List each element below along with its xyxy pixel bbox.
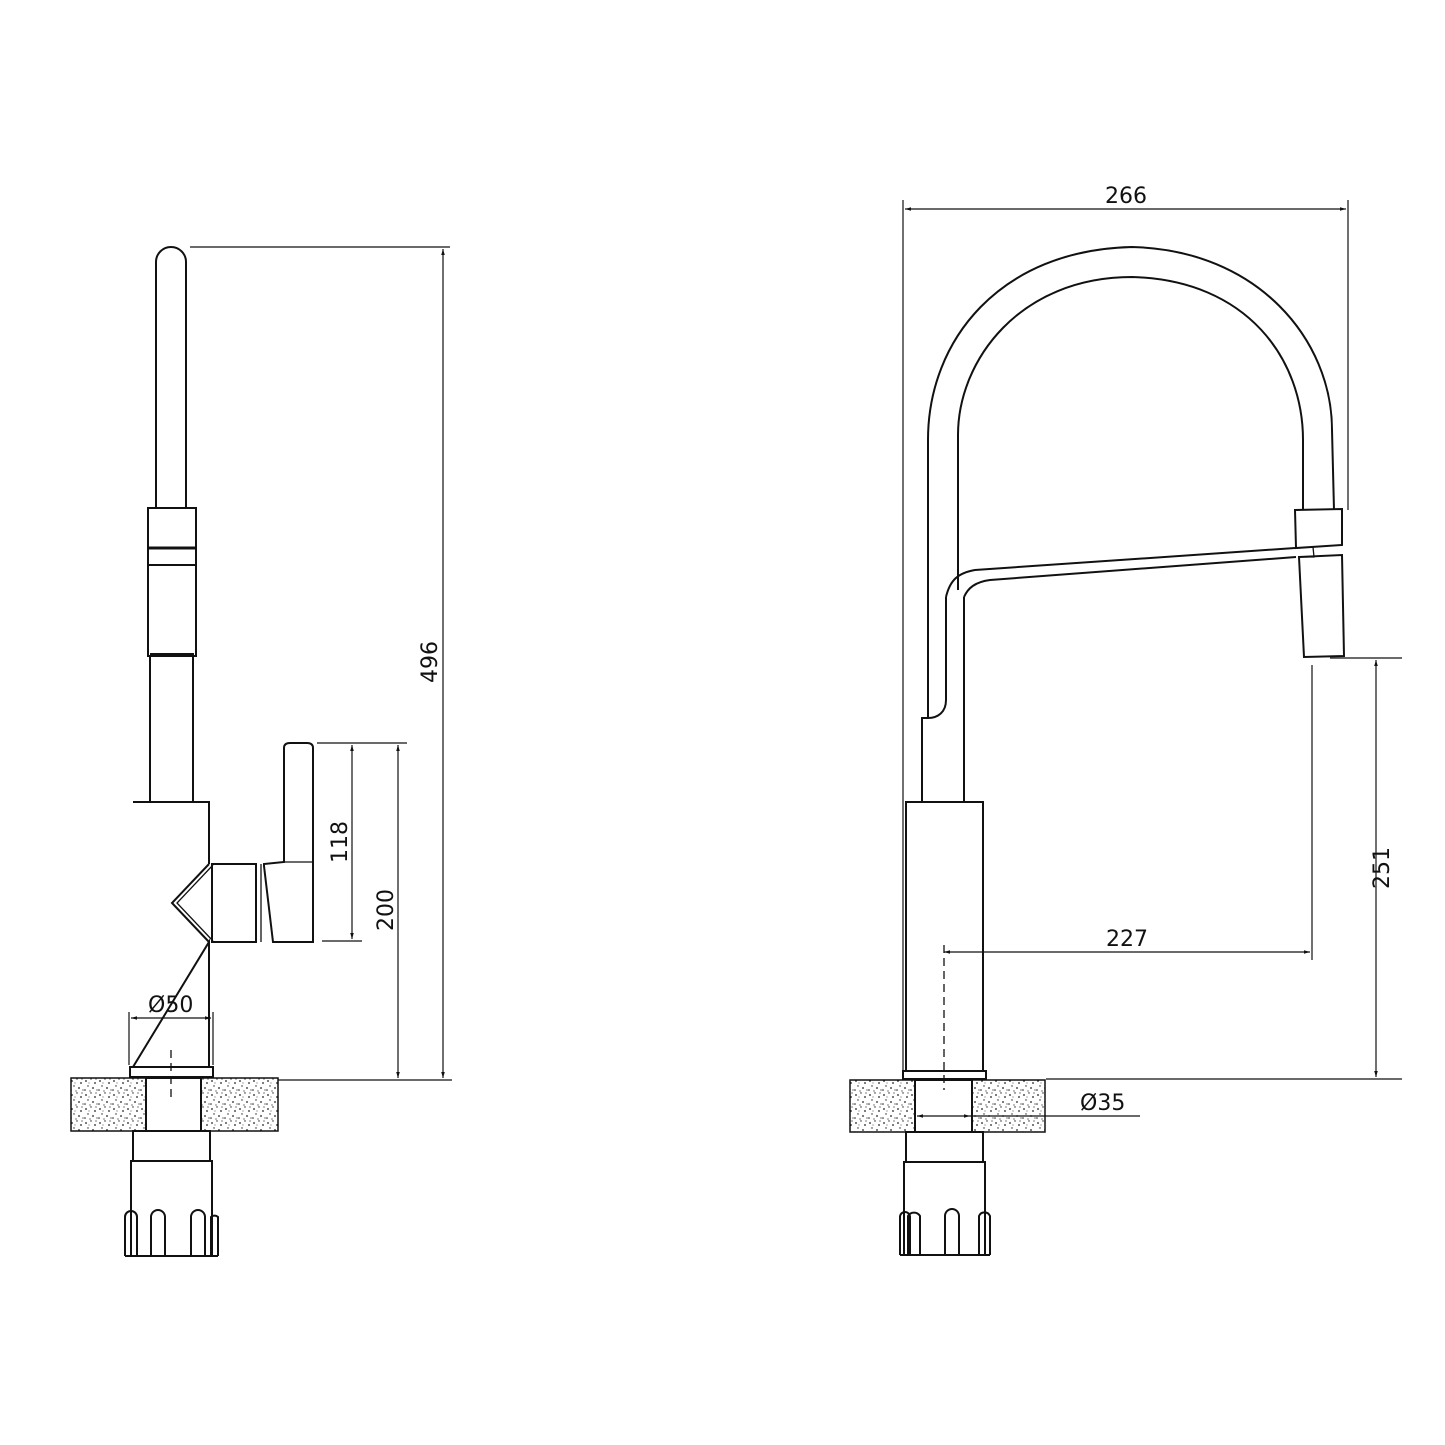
dim-spout-reach: 227 bbox=[1106, 927, 1148, 952]
spout-tube bbox=[155, 246, 187, 508]
mounting-nut-front bbox=[899, 1208, 991, 1256]
dim-spout-height: 251 bbox=[1370, 847, 1395, 889]
spout-collar bbox=[147, 507, 197, 657]
countertop-left-front bbox=[849, 1079, 916, 1133]
spray-head bbox=[1293, 507, 1343, 550]
dim-handle-height: 118 bbox=[328, 821, 353, 863]
dim-hole-diameter: Ø35 bbox=[1080, 1091, 1125, 1116]
mounting-nut bbox=[124, 1209, 219, 1257]
faucet-body bbox=[131, 801, 210, 1068]
handle-lever bbox=[263, 742, 314, 943]
front-view: 266 227 251 Ø35 bbox=[849, 184, 1402, 1256]
dim-overall-width: 266 bbox=[1105, 184, 1147, 209]
dim-base-diameter: Ø50 bbox=[148, 993, 193, 1018]
arched-hose bbox=[927, 245, 1335, 717]
spout-arm bbox=[945, 547, 1297, 598]
side-view: 496 118 200 Ø50 bbox=[70, 246, 452, 1257]
countertop-left bbox=[70, 1077, 147, 1132]
dim-lever-height: 200 bbox=[374, 889, 399, 931]
countertop-right bbox=[200, 1077, 279, 1132]
dim-overall-height: 496 bbox=[418, 641, 443, 683]
countertop-right-front bbox=[971, 1079, 1046, 1133]
